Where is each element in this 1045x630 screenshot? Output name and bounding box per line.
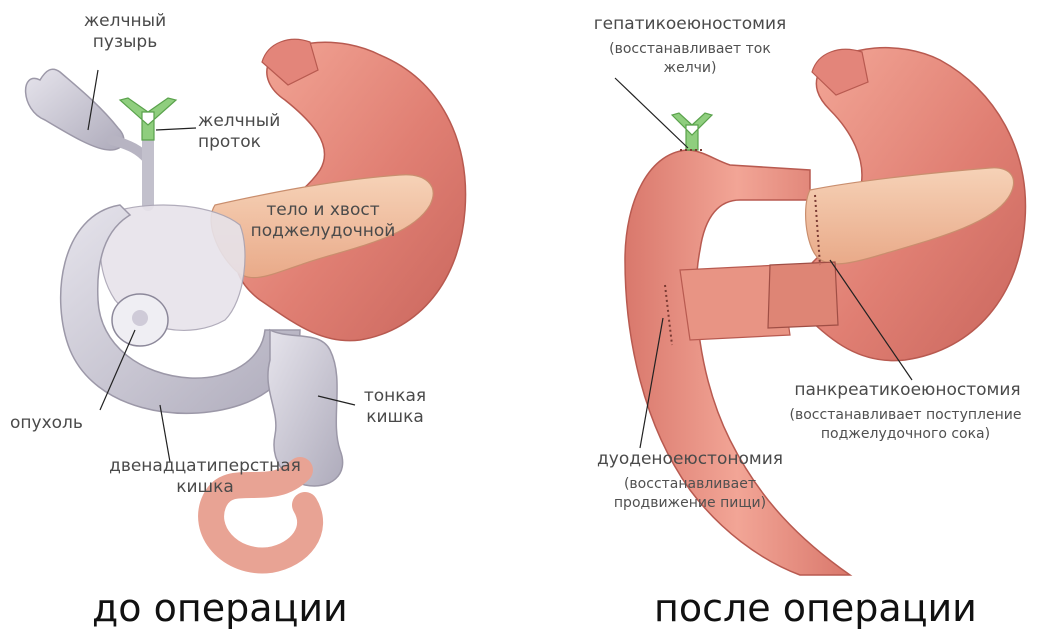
label-pancreaticojejunostomy-note: (восстанавливает поступление поджелудочн… (768, 406, 1043, 444)
bile-duct-after-shape (672, 113, 712, 150)
caption-before: до операции (92, 586, 348, 630)
jejunal-loop-pancreas-shape (768, 262, 838, 328)
label-hepaticojejunostomy-note: (восстанавливает ток желчи) (585, 40, 795, 78)
label-duodenojejunostomy: дуоденоеюстономия (580, 449, 800, 470)
leader-line-bile-duct (156, 128, 196, 130)
label-duodenojejunostomy-note: (восстанавливает продвижение пищи) (590, 475, 790, 513)
label-gallbladder: желчный пузырь (70, 11, 180, 53)
label-hepaticojejunostomy: гепатикоеюностомия (580, 14, 800, 35)
leader-line-duodenum (160, 405, 170, 462)
label-pancreas-body-tail: тело и хвост поджелудочной (228, 200, 418, 242)
label-duodenum: двенадцатиперстная кишка (95, 456, 315, 498)
label-small-intestine: тонкая кишка (355, 386, 435, 428)
label-bile-duct: желчный проток (198, 111, 298, 153)
caption-after: после операции (654, 586, 977, 630)
tumor-core-shape (132, 310, 148, 326)
label-tumor: опухоль (10, 413, 120, 434)
label-pancreaticojejunostomy: панкреатикоеюностомия (775, 380, 1040, 401)
bile-duct-green-shape (120, 98, 176, 140)
